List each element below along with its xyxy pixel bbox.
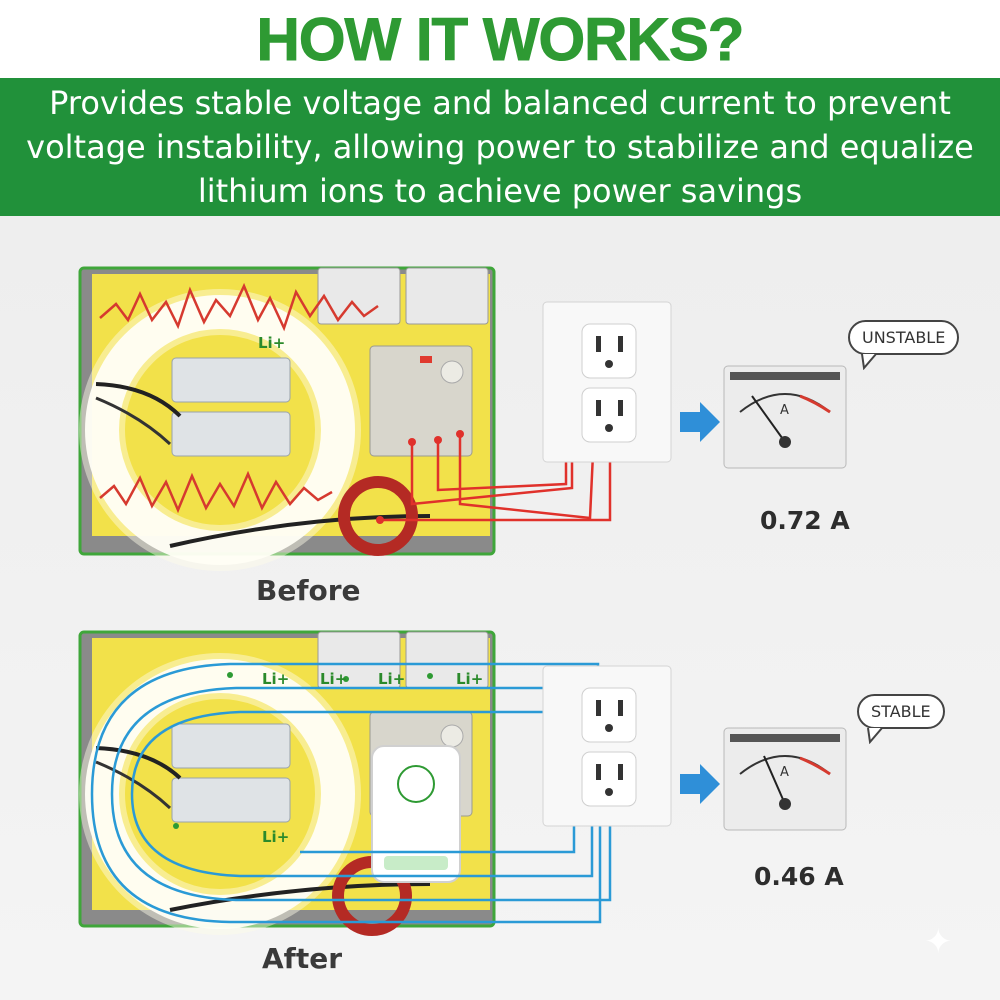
- svg-text:A: A: [780, 765, 789, 780]
- description-banner: Provides stable voltage and balanced cur…: [0, 78, 1000, 216]
- before-ion-label: Li+: [258, 334, 286, 352]
- after-ion-label-4: Li+: [456, 670, 484, 688]
- after-wall-outlet-icon: [542, 665, 672, 827]
- stable-bubble: STABLE: [857, 694, 945, 729]
- before-ammeter-icon: A: [723, 365, 847, 469]
- page-title: HOW IT WORKS?: [0, 0, 1000, 78]
- how-it-works-diagram: A: [78, 266, 847, 936]
- after-ion-label-1: Li+: [262, 670, 290, 688]
- before-caption: Before: [256, 574, 361, 607]
- after-ion-label-5: Li+: [262, 828, 290, 846]
- svg-text:A: A: [780, 403, 789, 418]
- energy-saver-device: [371, 745, 461, 883]
- before-panel: [78, 266, 614, 571]
- description-text: Provides stable voltage and balanced cur…: [26, 84, 974, 210]
- after-right-arrow-icon: [680, 764, 720, 804]
- diagram-stage: A: [0, 216, 1000, 1000]
- after-ion-label-2: Li+: [320, 670, 348, 688]
- unstable-bubble: UNSTABLE: [848, 320, 960, 355]
- after-caption: After: [262, 942, 343, 975]
- stable-bubble-tail: [867, 728, 883, 744]
- before-right-arrow-icon: [680, 402, 720, 442]
- sparkle-icon: ✦: [924, 923, 953, 961]
- after-reading: 0.46 A: [754, 862, 844, 891]
- before-reading: 0.72 A: [760, 506, 850, 535]
- unstable-wave-top: [99, 282, 379, 332]
- after-ion-label-3: Li+: [378, 670, 406, 688]
- after-panel: [78, 630, 614, 936]
- after-ammeter-icon: A: [723, 727, 847, 831]
- before-wall-outlet-icon: [542, 301, 672, 463]
- unstable-bubble-tail: [861, 354, 877, 370]
- unstable-wave-bottom: [99, 470, 333, 514]
